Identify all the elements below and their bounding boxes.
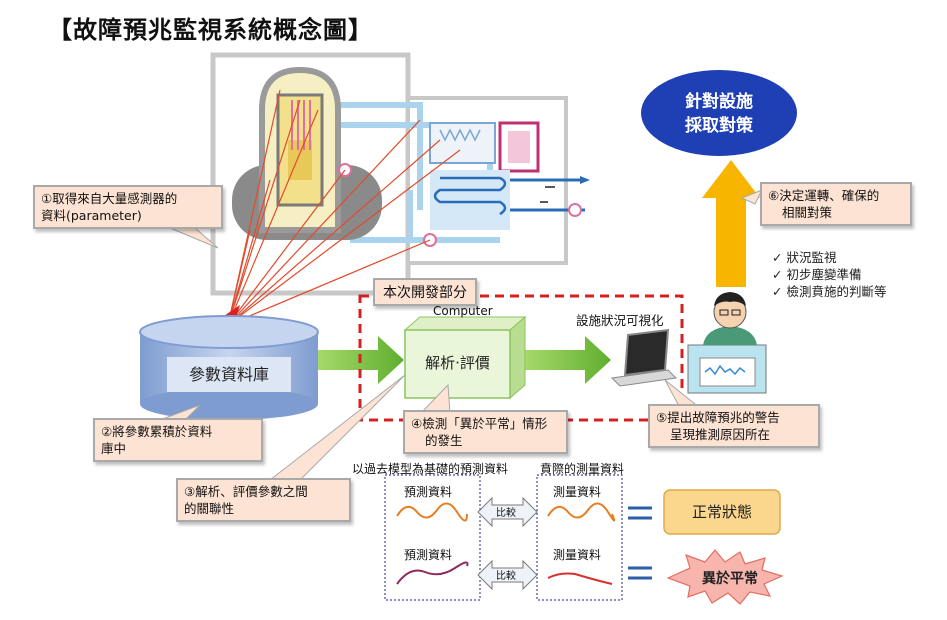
normal-state-label: 正常狀態 (691, 503, 752, 521)
compare-arrow-1 (477, 496, 538, 528)
compare-arrow-2 (477, 559, 538, 591)
predict-label-1: 預測資料 (404, 485, 453, 499)
plant-schematic (210, 52, 590, 296)
callout-1: ①取得來自大量感測器的資料(parameter) (33, 185, 223, 229)
equals-signs (628, 506, 652, 580)
arrow-analysis-to-visual (525, 336, 611, 384)
analysis-box (403, 315, 527, 400)
laptop-icon (610, 328, 678, 387)
arrow-up-action (702, 160, 760, 287)
visualize-label: 設施狀況可視化 (576, 313, 664, 328)
checklist-item: ✓ 檢測賁施的判斷等 (772, 284, 887, 299)
callout-6: ⑥決定運轉、確保的相關對策 (760, 182, 912, 226)
abnormal-burst (666, 549, 784, 605)
operator-figure (687, 292, 767, 394)
measure-curve-2 (547, 572, 613, 585)
checklist: ✓ 狀況監視 ✓ 初步塵變準備 ✓ 檢測賁施的判斷等 (772, 249, 886, 300)
measure-curve-1 (547, 502, 616, 522)
predict-label-2: 預測資料 (404, 548, 453, 562)
action-ellipse (641, 70, 797, 156)
callout-5: ⑤提出故障預兆的警告呈現推測原因所在 (648, 404, 820, 448)
normal-state-box (663, 489, 781, 535)
computer-label: Computer (433, 304, 493, 318)
right-header: 賁際的測量資料 (540, 462, 625, 476)
compare-label-2: 比較 (496, 571, 516, 582)
action-text: 針對設施採取對策 (685, 92, 753, 136)
callout-4: ④檢測「異於平常」情形的發生 (403, 410, 568, 454)
predict-curve-1 (396, 502, 468, 522)
analysis-label: 解析‧評價 (425, 354, 490, 372)
dev-part-tag: 本次開發部分 (373, 278, 477, 306)
left-header: 以過去模型為基礎的預測資料 (352, 462, 509, 476)
compare-label-1: 比較 (496, 508, 516, 519)
page-title: 【故障預兆監視系統概念圖】 (48, 16, 373, 44)
measure-label-2: 測量資料 (553, 548, 602, 562)
callout-3: ③解析、評價參數之間的關聯性 (176, 478, 351, 522)
checklist-item: ✓ 狀況監視 (772, 250, 837, 265)
database-label: 參數資料庫 (188, 365, 269, 384)
checklist-item: ✓ 初步塵變準備 (772, 267, 862, 282)
predict-curve-2 (396, 561, 469, 585)
measure-label-1: 測量資料 (553, 485, 602, 499)
sensor-lines (227, 89, 461, 326)
abnormal-label: 異於平常 (702, 571, 758, 587)
callout-2: ②將參數累積於資料庫中 (93, 418, 263, 462)
